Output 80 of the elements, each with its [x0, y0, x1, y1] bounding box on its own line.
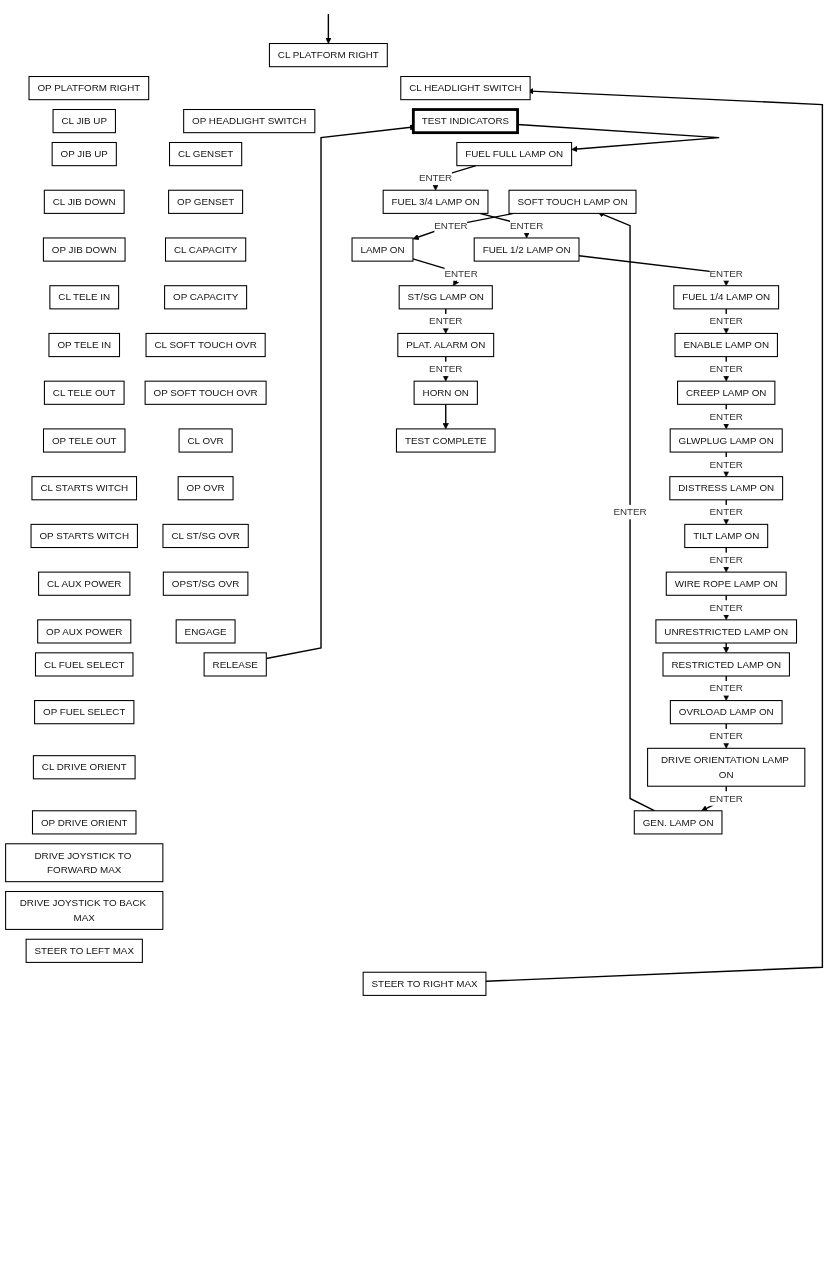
edge-label: ENTER: [709, 458, 743, 470]
node-box: HORN ON: [413, 380, 478, 405]
node-box: CL ST/SG OVR: [162, 523, 249, 549]
edge-label: ENTER: [709, 410, 743, 422]
edge-label: ENTER: [613, 506, 647, 518]
node-box: DRIVE JOYSTICK TO BACK MAX: [5, 891, 164, 930]
node-box: UNRESTRICTED LAMP ON: [655, 619, 798, 644]
node-box: FUEL 1/2 LAMP ON: [473, 237, 580, 262]
node-box: OP SOFT TOUCH OVR: [144, 380, 267, 405]
node-box: OP JIB DOWN: [42, 237, 126, 262]
arrow: [485, 88, 824, 982]
edge-label: ENTER: [709, 730, 743, 742]
node-box: CREEP LAMP ON: [677, 380, 776, 405]
node-box: RELEASE: [203, 652, 267, 677]
arrow: [442, 403, 449, 430]
node-box: TILT LAMP ON: [684, 523, 769, 549]
node-box: FUEL FULL LAMP ON: [456, 141, 573, 167]
node-box: CL JIB DOWN: [43, 189, 125, 214]
node-box: CL TELE IN: [49, 285, 120, 310]
node-box: ENABLE LAMP ON: [674, 332, 778, 358]
node-box: CL GENSET: [169, 141, 243, 167]
node-box: DRIVE ORIENTATION LAMP ON: [647, 747, 806, 787]
node-box: CL OVR: [178, 428, 233, 453]
node-box: RESTRICTED LAMP ON: [662, 652, 790, 677]
edge-label: ENTER: [709, 362, 743, 375]
node-box: PLAT. ALARM ON: [397, 332, 495, 358]
node-box: OP STARTS WITCH: [30, 523, 138, 549]
node-box: OP TELE IN: [48, 332, 121, 358]
edge-label: ENTER: [709, 315, 743, 327]
node-box: CL DRIVE ORIENT: [32, 755, 136, 780]
node-box: TEST COMPLETE: [395, 428, 496, 453]
node-box: DRIVE JOYSTICK TO FORWARD MAX: [5, 843, 164, 883]
node-box: CL JIB UP: [52, 109, 116, 134]
node-box: OP GENSET: [168, 189, 244, 214]
node-box: CL SOFT TOUCH OVR: [145, 332, 266, 358]
arrow: [325, 13, 332, 44]
node-box: DISTRESS LAMP ON: [669, 476, 784, 501]
node-box: OPST/SG OVR: [162, 571, 249, 596]
node-box: OP JIB UP: [51, 141, 117, 167]
node-box: OP TELE OUT: [42, 428, 126, 453]
node-box: OP DRIVE ORIENT: [31, 810, 137, 835]
node-box: CL STARTS WITCH: [31, 476, 138, 501]
edge-label: ENTER: [434, 219, 468, 231]
node-box: OP FUEL SELECT: [34, 700, 135, 725]
node-box: OP CAPACITY: [164, 285, 248, 310]
node-box: OP PLATFORM RIGHT: [28, 76, 150, 101]
node-box: SOFT TOUCH LAMP ON: [508, 189, 637, 214]
node-box: GLWPLUG LAMP ON: [669, 428, 783, 453]
node-box: OP HEADLIGHT SWITCH: [183, 109, 316, 134]
edge-label: ENTER: [444, 267, 478, 279]
edge-label: ENTER: [709, 267, 743, 279]
edge-label: ENTER: [709, 553, 743, 566]
node-box: OVRLOAD LAMP ON: [669, 700, 783, 725]
edge-label: ENTER: [709, 601, 743, 613]
node-box: TEST INDICATORS: [411, 108, 519, 135]
node-box: CL AUX POWER: [38, 571, 131, 596]
edge-label: ENTER: [709, 792, 743, 804]
node-box: CL CAPACITY: [165, 237, 247, 262]
edge-label: ENTER: [429, 315, 463, 327]
node-box: CL FUEL SELECT: [34, 652, 134, 677]
node-box: CL PLATFORM RIGHT: [268, 43, 388, 68]
node-box: LAMP ON: [351, 237, 414, 262]
node-box: GEN. LAMP ON: [633, 810, 723, 835]
edge-label: ENTER: [418, 171, 453, 184]
node-box: WIRE ROPE LAMP ON: [665, 571, 787, 596]
node-box: FUEL 1/4 LAMP ON: [673, 285, 780, 310]
edge-label: ENTER: [429, 362, 463, 375]
node-box: OP OVR: [177, 476, 234, 501]
node-box: ENGAGE: [175, 619, 236, 644]
node-box: STEER TO LEFT MAX: [25, 938, 143, 963]
node-box: FUEL 3/4 LAMP ON: [382, 189, 489, 214]
edge-label: ENTER: [709, 506, 743, 518]
arrow: [723, 642, 730, 654]
edge-label: ENTER: [709, 682, 743, 694]
node-box: ST/SG LAMP ON: [398, 285, 493, 310]
node-box: STEER TO RIGHT MAX: [362, 971, 487, 996]
edge-label: ENTER: [509, 219, 544, 231]
node-box: OP AUX POWER: [37, 619, 132, 644]
node-box: CL HEADLIGHT SWITCH: [400, 76, 531, 101]
node-box: CL TELE OUT: [43, 380, 125, 405]
